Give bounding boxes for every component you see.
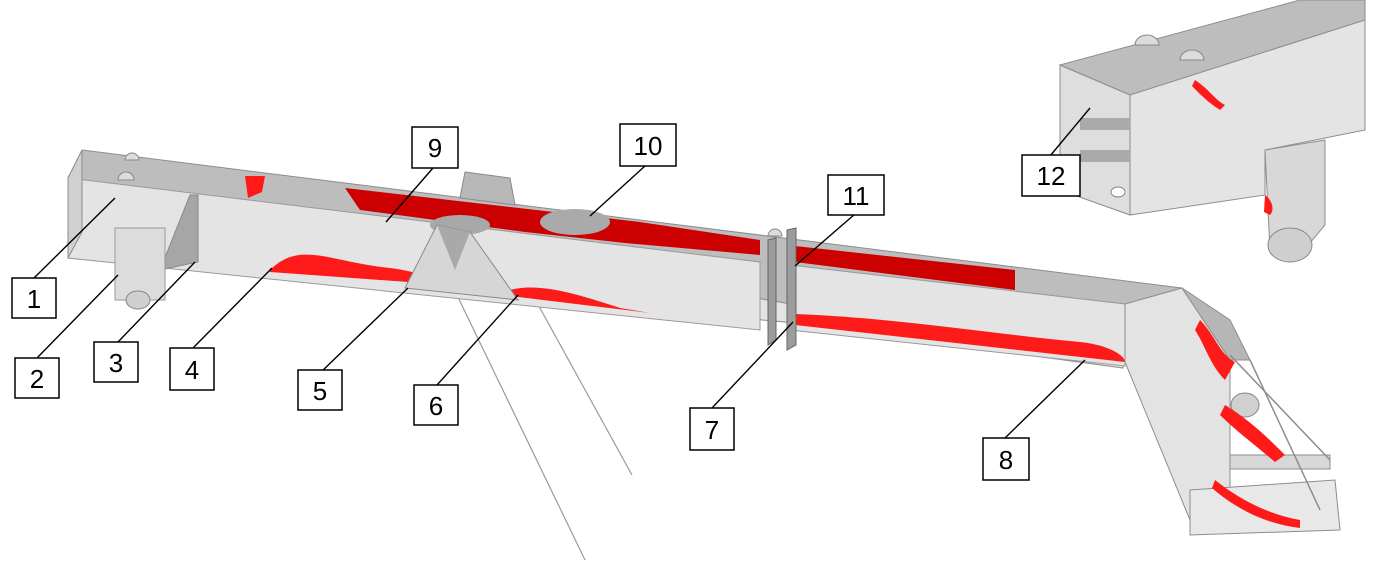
stress-zone-side-3 [795,314,1125,362]
callout-label: 5 [313,376,327,406]
leader-line-12 [1049,107,1091,157]
stress-zone-side-1 [270,254,450,285]
leader-line-4 [192,267,273,349]
splice-plate [786,227,797,351]
callout-11: 11 [827,174,885,216]
inset-detail [1058,0,1366,263]
end-bracket [159,194,199,271]
head-strut [1229,354,1331,461]
lifting-lug [117,171,135,181]
lifting-lug [767,228,783,237]
callout-box [1021,154,1081,197]
boom-head [1124,287,1341,536]
leader-line-3 [117,261,196,343]
callout-12: 12 [1021,154,1081,197]
lifting-lug [1179,49,1205,61]
inset-bracket [1264,139,1326,256]
leader-line-6 [436,294,519,386]
guide-line [529,289,633,476]
callout-box [169,347,215,391]
callout-box [827,174,885,216]
leader-lines [33,107,1091,439]
callout-6: 6 [413,384,459,426]
leader-line-5 [319,287,409,374]
callout-label: 12 [1037,161,1066,191]
leader-line-10 [589,165,646,217]
head-strut [1249,359,1321,511]
stress-zone-top-2 [795,246,1015,290]
callout-10: 10 [619,123,677,167]
inset-slot [1080,150,1130,162]
callout-label: 7 [705,415,719,445]
inset-slot [1080,118,1130,130]
stress-zone-head-2 [1220,405,1285,462]
callout-box [982,437,1030,481]
callout-box [413,384,459,426]
stress-ellipse [540,209,610,235]
leader-line-2 [36,274,119,359]
leader-line-7 [711,321,794,409]
callout-7: 7 [689,407,735,451]
callout-3: 3 [93,341,139,383]
callout-label: 6 [429,391,443,421]
boom-beam [67,149,1183,369]
callout-box [14,357,60,399]
lifting-lug [1134,34,1160,46]
head-pin [1230,392,1260,418]
callout-box [297,369,343,411]
beam-end-face [67,149,83,259]
callout-box [93,341,139,383]
splice-plate [767,237,777,346]
callout-label: 4 [185,355,199,385]
callout-label: 3 [109,348,123,378]
callout-label: 10 [634,131,663,161]
hanger-pin [125,290,151,310]
pyramid-bracket-shade [437,225,470,270]
callout-5: 5 [297,369,343,411]
callout-box [411,126,459,169]
callout-box [689,407,735,451]
hanger-plate [114,227,166,301]
callout-2: 2 [14,357,60,399]
leader-line-9 [385,167,434,223]
inset-pin [1267,227,1313,263]
callout-label: 2 [30,364,44,394]
stress-zone-inset [1192,80,1225,110]
guide-line [439,259,586,561]
callout-4: 4 [169,347,215,391]
callout-8: 8 [982,437,1030,481]
callout-label: 11 [843,181,870,211]
callout-box [619,123,677,167]
leader-line-11 [794,213,856,267]
leader-line-1 [33,197,116,279]
callout-1: 1 [11,277,57,319]
leader-line-8 [1004,359,1086,439]
callout-9: 9 [411,126,459,169]
inset-hole [1110,186,1126,198]
callout-label: 8 [999,445,1013,475]
stress-zone-side-2 [510,287,650,313]
stress-zone-small [245,176,265,198]
lifting-lug [124,152,140,161]
callout-label: 9 [428,133,442,163]
callout-label: 1 [27,284,41,314]
stress-zone-head [1195,320,1235,380]
top-bracket [459,171,516,206]
stress-zone-head-3 [1212,480,1300,528]
callout-box [11,277,57,319]
stress-zone-inset-2 [1264,195,1273,215]
